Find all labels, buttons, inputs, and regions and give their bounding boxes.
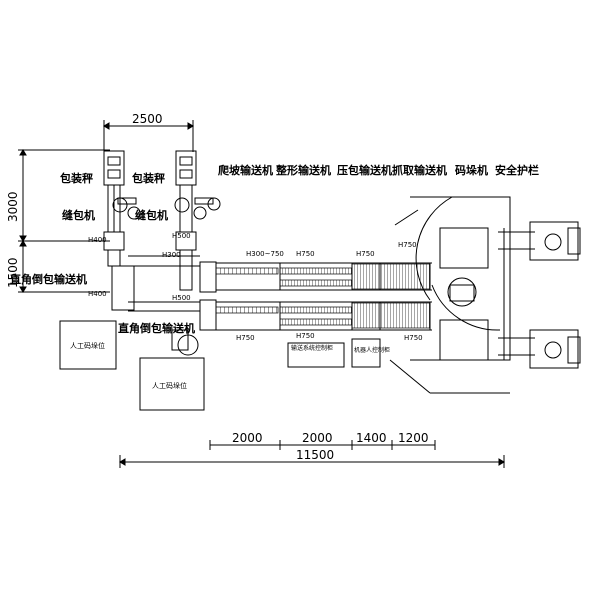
height-h750-b: H750 xyxy=(356,250,375,258)
dim-seg3: 1400 xyxy=(356,431,387,445)
label-control-cabinet: 输送系统控制柜 xyxy=(291,344,333,352)
dim-seg2: 2000 xyxy=(302,431,333,445)
label-robot-cabinet: 机器人控制柜 xyxy=(354,346,390,354)
label-sewing-right: 缝包机 xyxy=(135,208,168,222)
height-h750-f: H750 xyxy=(404,334,423,342)
height-h400-b: H400 xyxy=(88,290,107,298)
height-h750-d: H750 xyxy=(236,334,255,342)
label-manual-bottom: 人工码垛位 xyxy=(152,381,187,390)
height-h400-a: H400 xyxy=(88,236,107,244)
height-h750-c: H750 xyxy=(398,241,417,249)
label-manual-top: 人工码垛位 xyxy=(70,341,105,350)
label-bag-bin-left: 包装秤 xyxy=(59,171,93,185)
label-grip-conveyor: 抓取输送机 xyxy=(392,163,447,177)
label-bag-bin-right: 包装秤 xyxy=(131,171,165,185)
height-h500-a: H500 xyxy=(172,232,191,240)
label-sewing-left: 缝包机 xyxy=(62,208,95,222)
dim-seg4: 1200 xyxy=(398,431,429,445)
label-right-angle-top: 直角倒包输送机 xyxy=(10,272,87,286)
label-press-conveyor: 压包输送机 xyxy=(337,163,392,177)
label-palletizer: 码垛机 xyxy=(455,163,488,177)
label-climb-conveyor: 爬坡输送机 xyxy=(218,163,273,177)
dim-seg1: 2000 xyxy=(232,431,263,445)
height-h500-b: H500 xyxy=(172,294,191,302)
height-h300: H300 xyxy=(162,251,181,259)
dim-top-width: 2500 xyxy=(132,112,163,126)
dim-left-lower: 1500 xyxy=(6,257,20,288)
label-right-angle-bottom: 直角倒包输送机 xyxy=(118,321,195,335)
height-h300-750: H300~750 xyxy=(246,250,284,258)
label-guardrail: 安全护栏 xyxy=(495,163,539,177)
dim-left-upper: 3000 xyxy=(6,191,20,222)
label-shaping-conveyor: 整形输送机 xyxy=(275,163,331,177)
height-h750-e: H750 xyxy=(296,332,315,340)
dim-total-width: 11500 xyxy=(296,448,334,462)
height-h750-a: H750 xyxy=(296,250,315,258)
